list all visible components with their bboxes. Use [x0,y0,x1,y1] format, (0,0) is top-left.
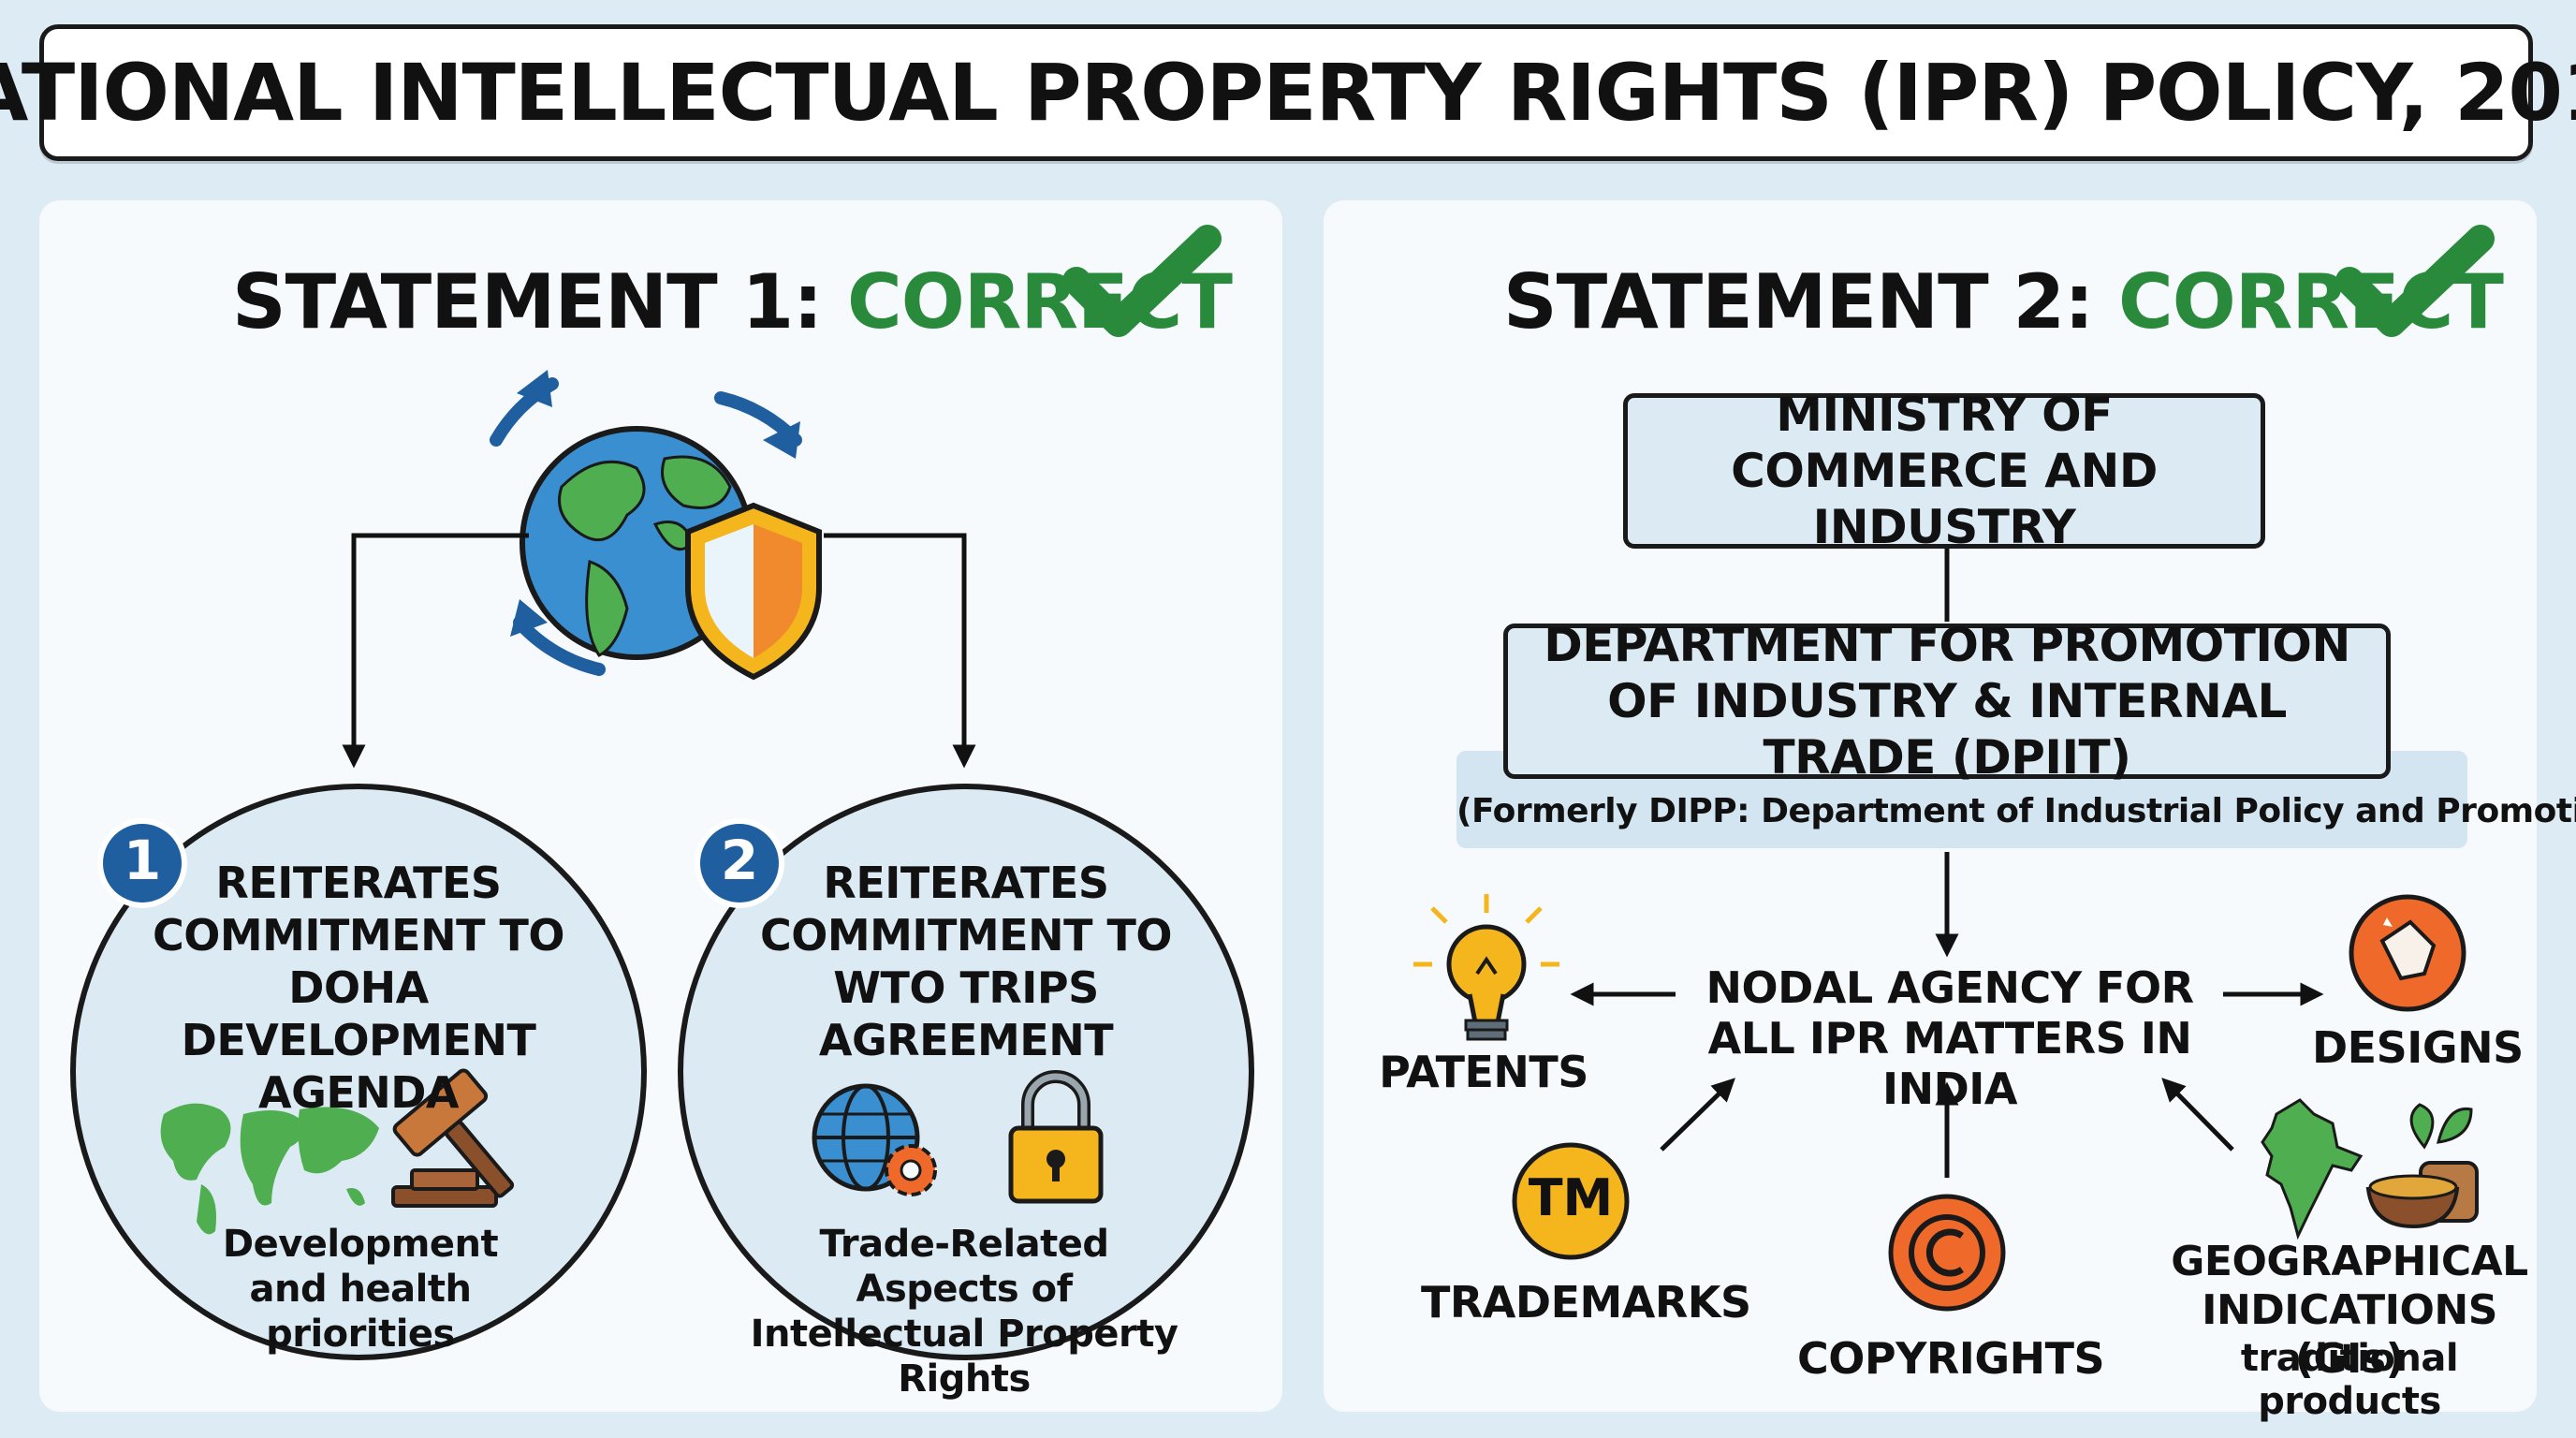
item-2-circle [678,784,1254,1360]
design-icon [2349,894,2466,1012]
designs-label: DESIGNS [2312,1022,2524,1073]
item-1-heading: REITERATES COMMITMENT TO DOHA DEVELOPMEN… [153,858,564,1118]
globe-gear-icon [812,1083,937,1196]
checkmark-icon [1062,225,1222,337]
item-2-heading: REITERATES COMMITMENT TO WTO TRIPS AGREE… [760,858,1172,1065]
trademark-icon [1512,1142,1630,1260]
copyright-icon [1888,1194,2006,1312]
statement-2-prefix: STATEMENT 2: [1503,258,2094,345]
item-2-caption: Trade-Related Aspects of Intellectual Pr… [750,1223,1178,1401]
badge-1 [97,818,187,908]
nodal-agency-label: NODAL AGENCY FOR ALL IPR MATTERS IN INDI… [1705,962,2194,1114]
india-map-icon [2261,1098,2364,1240]
statement-1-prefix: STATEMENT 1: [232,258,823,345]
badge-1-number: 1 [123,829,162,892]
checkmark-icon [2335,225,2495,337]
badge-2 [695,818,784,908]
badge-2-number: 2 [720,829,759,892]
trademarks-label: TRADEMARKS [1421,1277,1751,1328]
world-map-icon [160,1103,379,1235]
statement-1-heading: STATEMENT 1: CORRECT [232,258,1233,345]
spice-bowl-icon [2365,1103,2479,1229]
title-banner: NATIONAL INTELLECTUAL PROPERTY RIGHTS (I… [0,24,2576,161]
page-title: NATIONAL INTELLECTUAL PROPERTY RIGHTS (I… [0,47,2576,139]
patents-label: PATENTS [1379,1047,1588,1097]
formerly-note: (Formerly DIPP: Department of Industrial… [1456,792,2576,830]
padlock-icon [1008,1070,1104,1204]
ministry-box: MINISTRY OF COMMERCE AND INDUSTRY [1623,388,2265,554]
gi-label: GEOGRAPHICAL INDICATIONS (GIs) [2171,1238,2528,1383]
lightbulb-icon [1413,894,1559,1041]
globe-shield-icon [490,370,822,681]
gavel-icon [391,1068,515,1208]
dpiit-box: DEPARTMENT FOR PROMOTION OF INDUSTRY & I… [1503,618,2391,785]
ministry-label: MINISTRY OF COMMERCE AND INDUSTRY [1731,388,2158,554]
tm-symbol: TM [1528,1168,1614,1227]
gi-sub-label: traditional products [2240,1337,2459,1423]
dpiit-label: DEPARTMENT FOR PROMOTION OF INDUSTRY & I… [1544,618,2350,785]
copyrights-label: COPYRIGHTS [1797,1333,2105,1384]
item-1-caption: Development and health priorities [222,1223,499,1356]
